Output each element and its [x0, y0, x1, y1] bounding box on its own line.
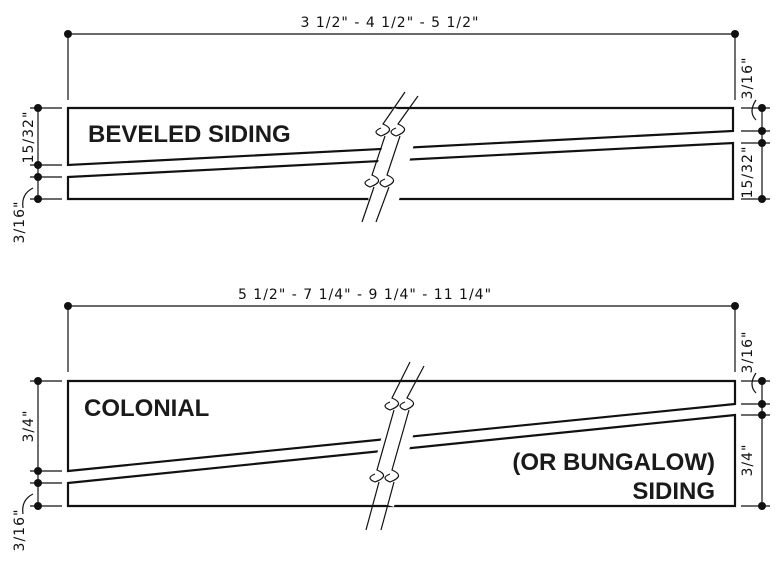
leader-arrow [751, 99, 757, 121]
break-symbol [364, 361, 426, 531]
right-thin-dimension: 3/16" [740, 331, 756, 374]
right-thick-dimension: 15/32" [740, 146, 756, 199]
left-thin-dimension: 3/16" [12, 509, 28, 552]
width-dimension-text: 3 1/2" - 4 1/2" - 5 1/2" [301, 15, 480, 31]
left-thick-dimension: 3/4" [21, 410, 37, 443]
dimension-dot [731, 30, 739, 38]
bungalow-label: (OR BUNGALOW) [512, 449, 715, 476]
siding-label: SIDING [632, 478, 715, 505]
beveled-siding-section: 3 1/2" - 4 1/2" - 5 1/2" 15/32" 3/16" 3/… [12, 15, 770, 243]
right-thick-dimension: 3/4" [740, 444, 756, 477]
beveled-siding-label: BEVELED SIDING [88, 121, 291, 148]
colonial-siding-section: 5 1/2" - 7 1/4" - 9 1/4" - 11 1/4" 3/4" … [12, 287, 770, 551]
dimension-dot [64, 30, 72, 38]
left-thick-dimension: 15/32" [21, 111, 37, 164]
break-symbol [361, 91, 422, 223]
right-thin-dimension: 3/16" [740, 57, 756, 100]
left-thin-dimension: 3/16" [12, 201, 28, 244]
width-dimension-text: 5 1/2" - 7 1/4" - 9 1/4" - 11 1/4" [238, 287, 492, 303]
leader-arrow [22, 187, 34, 209]
colonial-label: COLONIAL [84, 395, 209, 422]
